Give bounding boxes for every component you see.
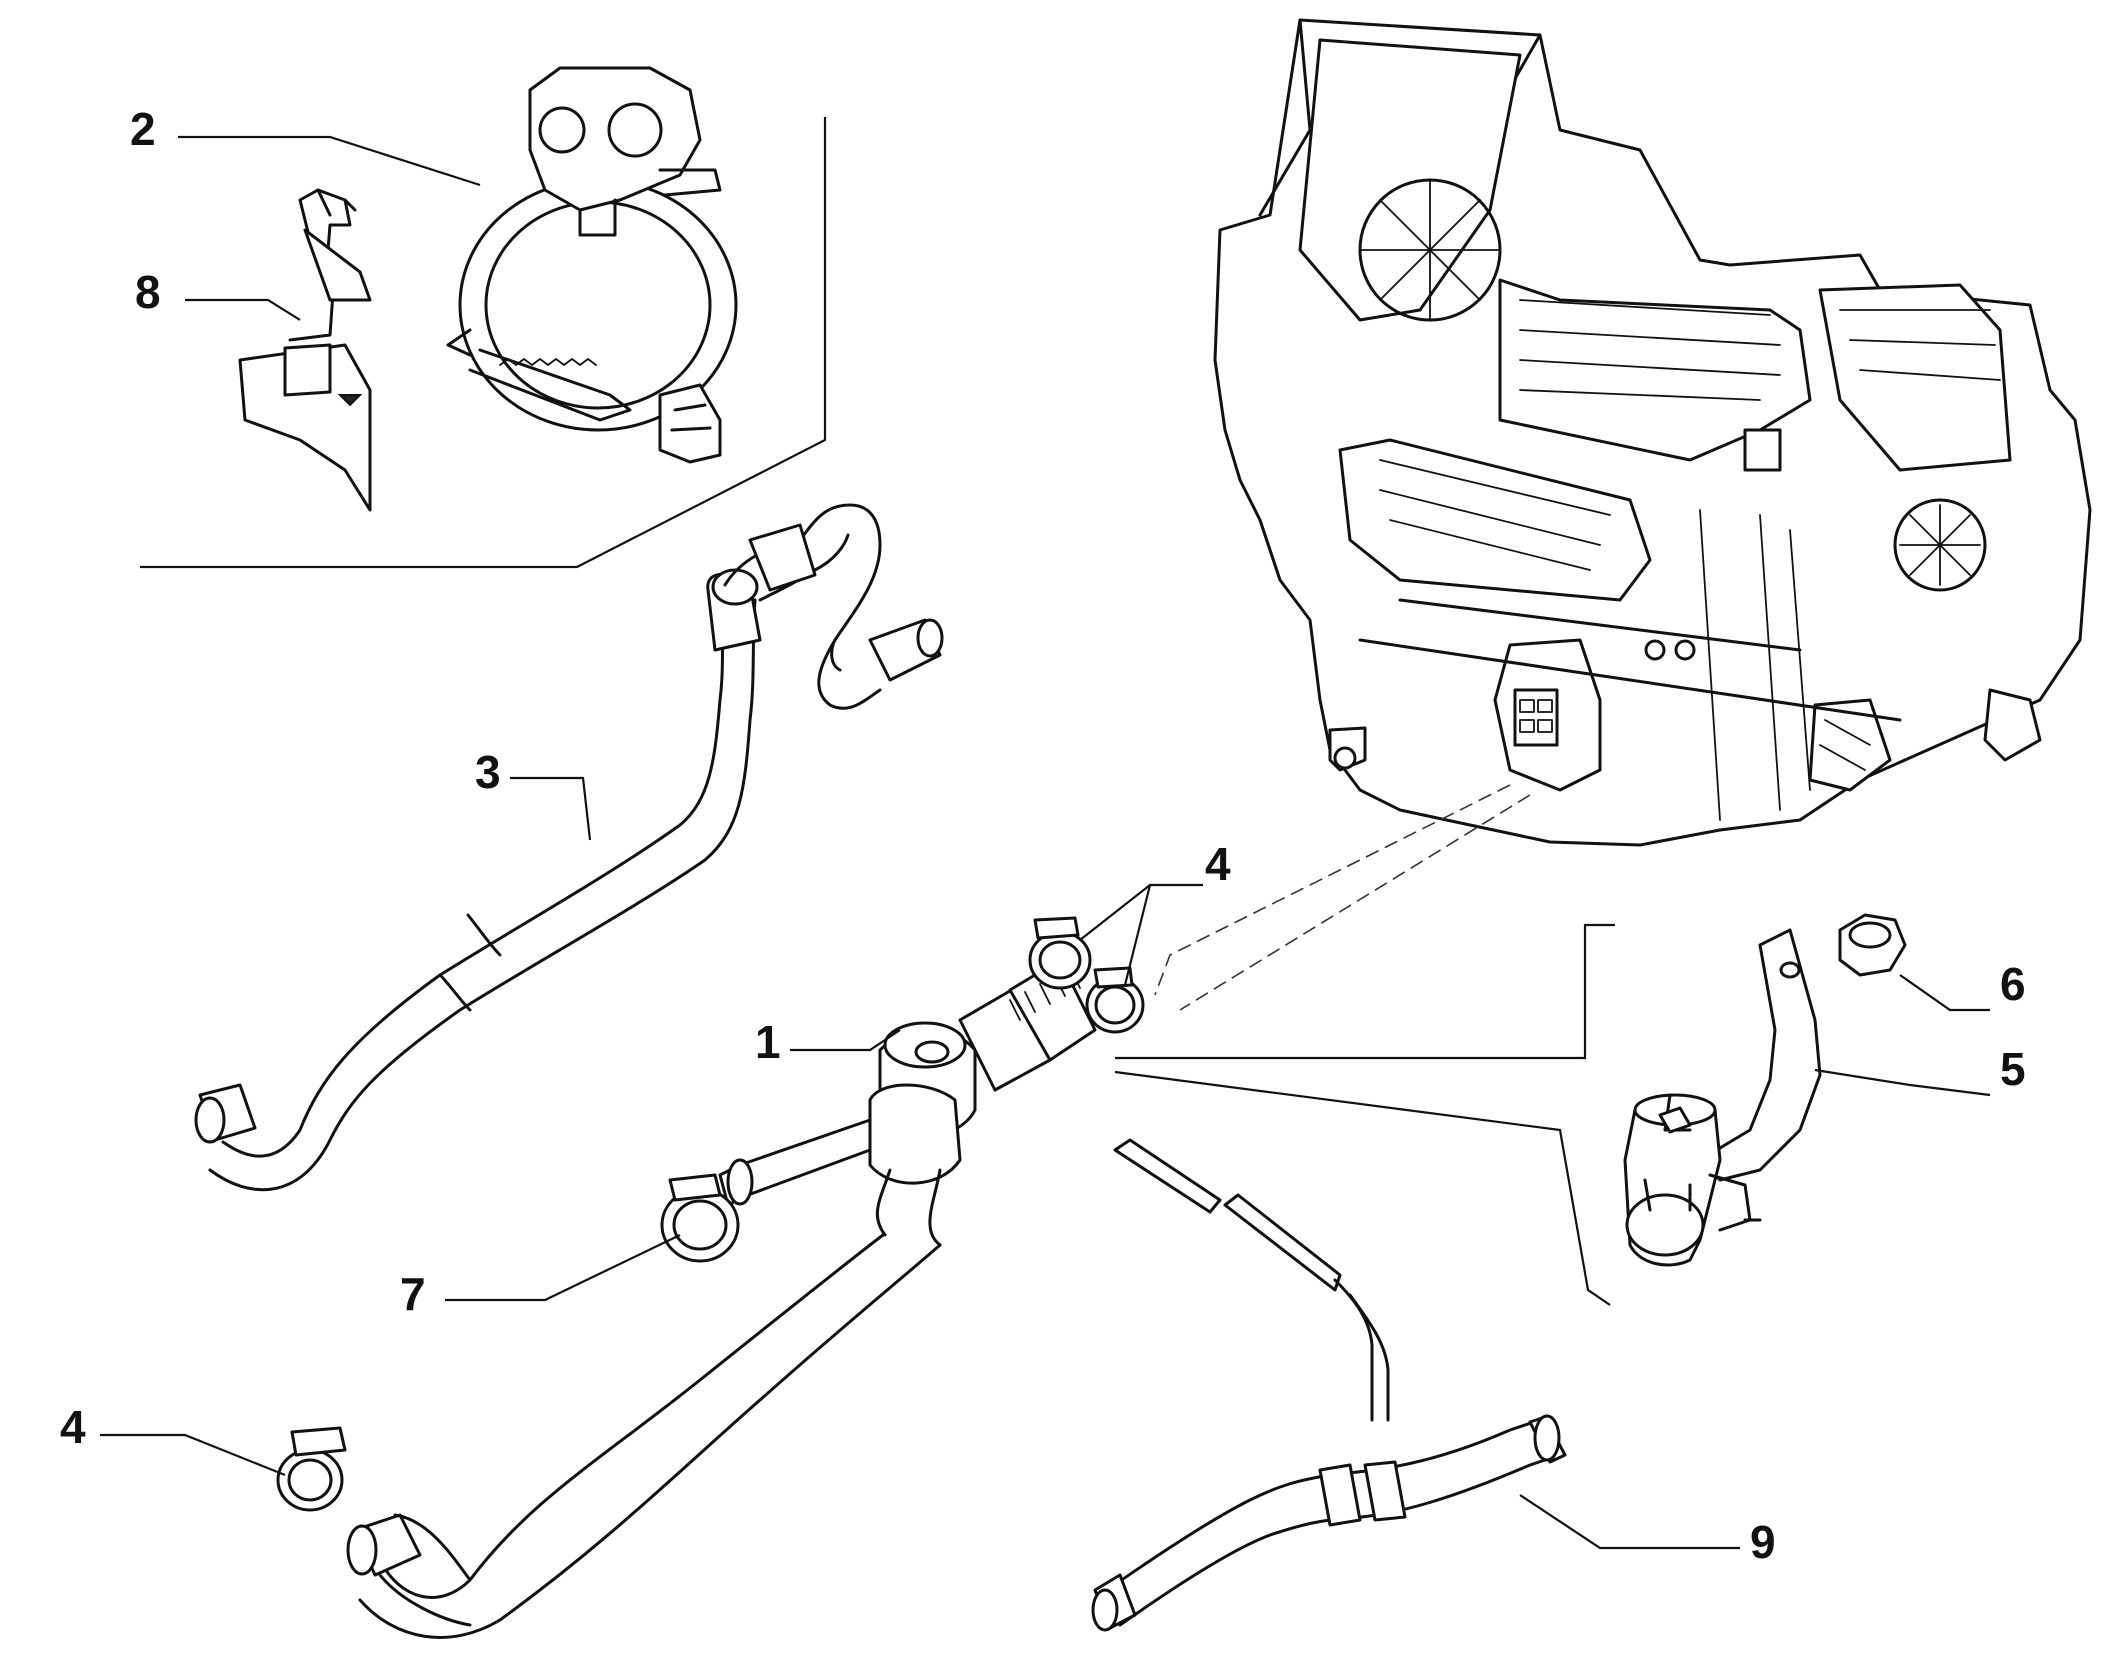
callout-3: 3 [475, 746, 501, 798]
heater-unit-assembly [1213, 18, 2092, 847]
alignment-dashed-lines [1154, 784, 1531, 1011]
upper-hose-part-3 [194, 503, 944, 1192]
nut-part-6 [1838, 913, 1907, 977]
support-bracket-part-5 [1623, 928, 1822, 1267]
lower-supply-hose [346, 1233, 942, 1639]
return-hose-part-9 [1091, 1138, 1567, 1632]
retaining-clip-part-8 [238, 188, 372, 512]
callout-6: 6 [2000, 958, 2026, 1010]
callout-7: 7 [400, 1268, 426, 1320]
callout-4-upper: 4 [1205, 838, 1231, 890]
callout-2: 2 [130, 103, 156, 155]
callout-9: 9 [1750, 1516, 1776, 1568]
hose-clamp-part-7 [660, 1173, 740, 1263]
hose-clamp-part-4-lower [276, 1426, 347, 1512]
callout-labels: 2 8 3 4 1 6 5 7 4 9 [60, 103, 2026, 1568]
callout-5: 5 [2000, 1043, 2026, 1095]
hose-clamp-part-4-upper-b [1085, 966, 1145, 1034]
water-valve-part-1 [718, 958, 1097, 1247]
callout-1: 1 [755, 1016, 781, 1068]
boundary-lines [140, 117, 1615, 1306]
clamp-bracket-part-2 [446, 66, 738, 464]
leader-lines [100, 135, 1991, 1550]
callout-4-lower: 4 [60, 1401, 86, 1453]
hose-clamp-part-4-upper-a [1028, 916, 1092, 990]
callout-8: 8 [135, 266, 161, 318]
